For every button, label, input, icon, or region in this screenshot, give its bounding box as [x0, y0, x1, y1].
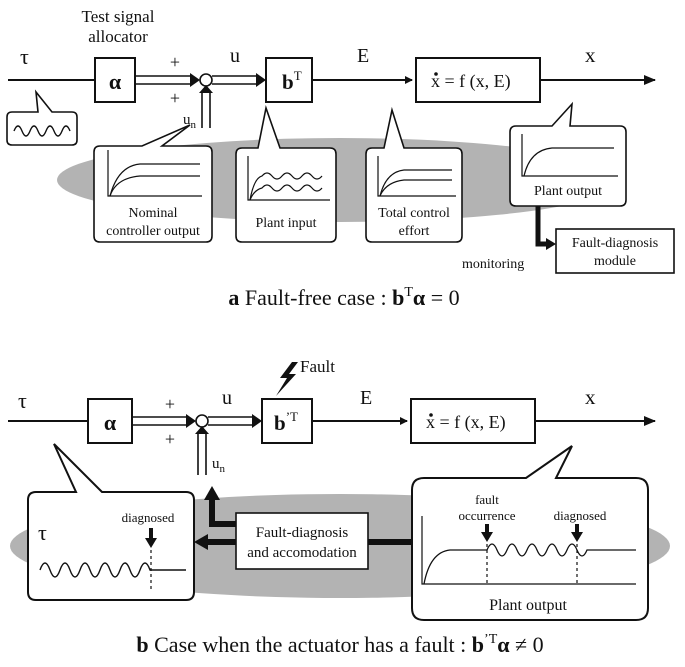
panel-a-tau-label: τ — [20, 44, 29, 69]
panel-b-tau-inset-down-arrow — [145, 528, 157, 548]
panel-a-monitoring-arrow — [535, 206, 548, 247]
panel-b-plus-bottom: + — [165, 429, 175, 449]
panel-a-total-effort-label-2: effort — [399, 224, 430, 239]
panel-b-plus-top: + — [165, 394, 175, 414]
panel-b-fda-to-un-line — [209, 498, 236, 527]
panel-b-u-arrow — [252, 414, 262, 428]
panel-b-u-label: u — [222, 387, 232, 409]
panel-b-tau-inset-wave — [39, 562, 186, 578]
panel-b-plant-output-curve — [423, 543, 636, 585]
panel-a-nominal-label-2: controller output — [106, 224, 200, 239]
panel-b-diagnosed-left: diagnosed — [122, 510, 175, 525]
panel-b-alpha-block — [87, 398, 133, 444]
panel-a-monitoring-arrowhead — [546, 238, 556, 250]
panel-b-fault-occ-arrow — [481, 524, 493, 542]
panel-b-fda-label-1: Fault-diagnosis — [256, 525, 349, 541]
panel-b-plant-eq: x = f (x, E) — [426, 412, 506, 433]
panel-b-fault-occ-label-2: occurrence — [458, 508, 515, 523]
panel-b-tau-bubble — [27, 443, 195, 601]
panel-a-caption: a Fault-free case : bTα = 0 — [228, 285, 459, 310]
panel-a-plant-input-axes — [247, 156, 330, 201]
panel-b-plant-output-axes — [421, 516, 636, 585]
panel-a-plus-bottom: + — [170, 88, 180, 108]
panel-a-un-arrow — [199, 85, 213, 93]
panel-a-alpha-out-arrow — [190, 73, 200, 87]
panel-b-tau-inset-label: τ — [38, 520, 47, 545]
panel-a-total-effort-curve-1 — [379, 169, 452, 197]
panel-a-total-effort-bubble — [365, 106, 463, 243]
panel-b-alpha-out-arrow — [186, 414, 196, 428]
panel-b-sum-junction — [195, 414, 209, 428]
panel-a-sum-junction — [199, 73, 213, 87]
panel-b-plant-block — [410, 398, 536, 444]
panel-a-u-arrow — [256, 73, 266, 87]
panel-a-plant-input-curve-1 — [249, 172, 323, 201]
panel-a-monitoring-label: monitoring — [462, 257, 524, 272]
panel-b-un-label: un — [212, 456, 226, 475]
panel-b-xdot — [429, 413, 433, 417]
panel-b-fda-to-tau-arrowhead — [194, 534, 208, 550]
panel-a-nominal-curve-1 — [109, 163, 200, 197]
panel-a-u-label: u — [230, 45, 240, 67]
panel-a-fdm-block — [555, 228, 675, 274]
panel-b-fda-block — [235, 512, 369, 570]
panel-a-plant-input-curve-2 — [249, 184, 323, 201]
panel-a-x-label: x — [585, 43, 596, 67]
panel-a-alpha-label: α — [109, 69, 122, 94]
panel-a-b-block — [265, 57, 313, 103]
panel-a-nominal-bubble — [93, 124, 213, 243]
panel-a-un-label: un — [183, 112, 197, 131]
panel-a-e-label: E — [357, 45, 369, 67]
panel-b-diagnosed-right-arrow — [571, 524, 583, 542]
panel-b-caption: b Case when the actuator has a fault : b… — [136, 632, 543, 657]
panel-a-alpha-block — [94, 57, 136, 103]
panel-a-plant-eq: x = f (x, E) — [431, 71, 511, 92]
panel-a-plant-input-label: Plant input — [255, 216, 316, 231]
panel-b-plant-output-bubble — [411, 445, 649, 621]
panel-b-e-label: E — [360, 387, 372, 409]
panel-b-x-label: x — [585, 385, 596, 409]
panel-a-nominal-curve-2 — [109, 175, 200, 197]
panel-b-tau-label: τ — [18, 388, 27, 413]
panel-a-plant-output-label: Plant output — [534, 184, 602, 199]
panel-b-fault-label: Fault — [300, 357, 335, 376]
panel-b-fda-label-2: and accomodation — [247, 545, 357, 561]
panel-a-total-effort-label-1: Total control — [378, 206, 450, 221]
panel-a-tau-wave — [13, 125, 71, 137]
panel-b-plant-output-label: Plant output — [489, 597, 567, 614]
panel-a-plant-input-bubble — [235, 104, 337, 243]
panel-a-xdot — [434, 72, 438, 76]
panel-b-fault-occ-label-1: fault — [475, 492, 499, 507]
panel-a-fdm-label-1: Fault-diagnosis — [572, 236, 658, 251]
panel-a: τ α Test signal allocator + + un u bT E — [6, 7, 675, 310]
panel-b-un-arrow — [195, 426, 209, 434]
panel-a-plant-output-axes — [521, 134, 618, 177]
panel-a-nominal-label-1: Nominal — [129, 206, 178, 221]
panel-b: τ α + + un u Fault b’T E x = f (x, E — [8, 357, 670, 657]
panel-b-fda-to-un-arrowhead — [204, 486, 220, 500]
panel-b-alpha-label: α — [104, 410, 117, 435]
panel-a-tau-bubble — [6, 89, 78, 146]
panel-a-fdm-label-2: module — [594, 254, 636, 269]
panel-a-plus-top: + — [170, 52, 180, 72]
panel-a-total-effort-curve-2 — [379, 179, 452, 197]
panel-b-b-label: b’T — [274, 409, 298, 435]
panel-a-b-label: bT — [282, 68, 302, 94]
panel-a-allocator-label-2: allocator — [88, 27, 148, 46]
lightning-icon — [276, 362, 298, 396]
panel-b-diagnosed-right: diagnosed — [554, 508, 607, 523]
panel-a-total-effort-axes — [377, 156, 456, 197]
panel-a-plant-output-curve — [523, 147, 614, 177]
panel-a-allocator-label-1: Test signal — [82, 7, 155, 26]
panel-a-plant-output-bubble — [509, 101, 627, 207]
panel-a-nominal-axes — [107, 150, 202, 197]
